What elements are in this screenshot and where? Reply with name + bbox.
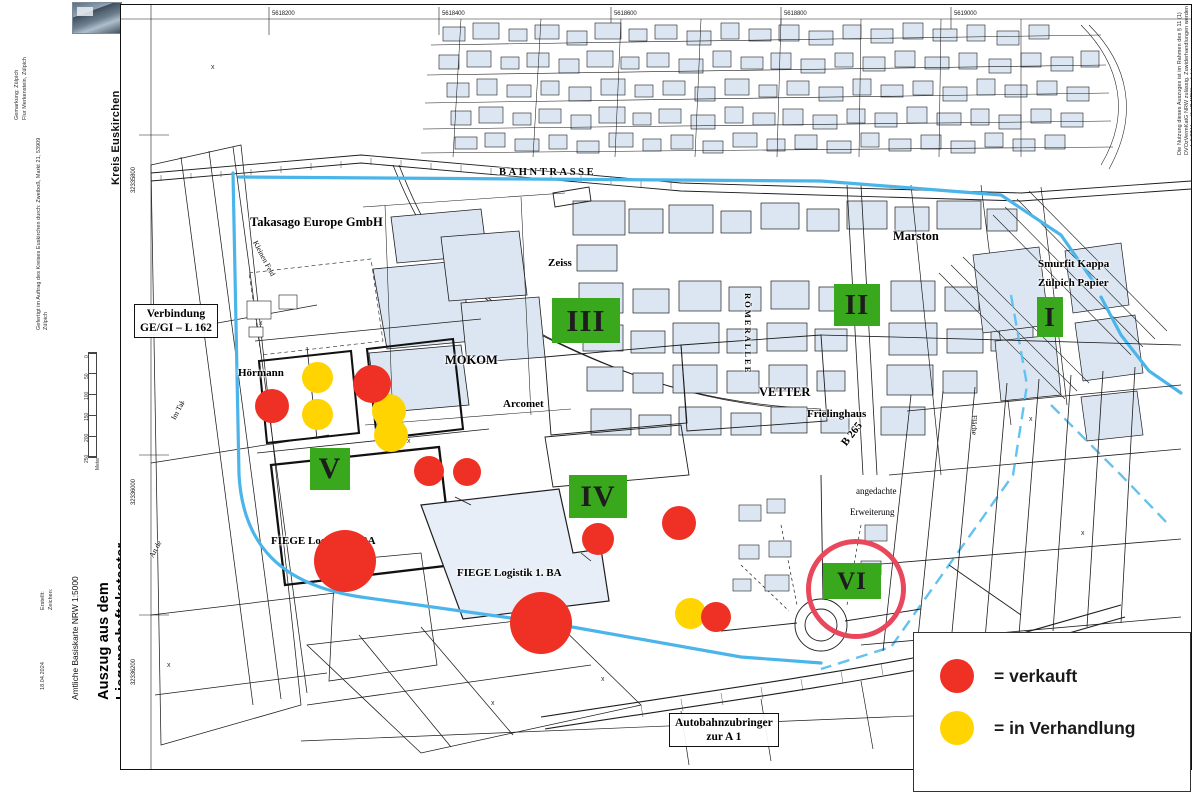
cadastral-sub-note: Flur Merkenstein, Zülpich bbox=[22, 56, 28, 120]
map-label-marston: Marston bbox=[893, 229, 939, 243]
map-label-zeiss: Zeiss bbox=[548, 257, 572, 269]
scale-tick-150: 150 bbox=[84, 412, 90, 421]
area-marker-II[interactable]: II bbox=[834, 284, 880, 326]
legend-label-verhandlung: = in Verhandlung bbox=[994, 717, 1136, 738]
scale-tick-200: 200 bbox=[84, 433, 90, 442]
legend-row-verkauft: = verkauft bbox=[940, 659, 1077, 693]
area-marker-VI-label: VI bbox=[837, 567, 867, 595]
scale-bar bbox=[88, 352, 97, 458]
map-label-vetter: VETTER bbox=[759, 385, 811, 399]
scale-tick-0: 0 bbox=[84, 355, 90, 358]
legend-label-verkauft: = verkauft bbox=[994, 665, 1078, 686]
marker-sold-5[interactable] bbox=[582, 523, 614, 555]
red-circle-icon bbox=[940, 659, 974, 693]
map-canvas[interactable]: x x x x x x x x x x x bbox=[120, 4, 1192, 770]
map-label-mokom: MOKOM bbox=[445, 353, 498, 367]
grid-label-5618400: 5618400 bbox=[442, 11, 465, 17]
marker-sold-2[interactable] bbox=[353, 365, 391, 403]
map-label-hoermann: Hörmann bbox=[238, 367, 284, 379]
area-marker-IV[interactable]: IV bbox=[569, 475, 627, 518]
area-marker-II-label: II bbox=[844, 288, 870, 321]
cadastral-base-map: x x x x x x x x x x x bbox=[121, 5, 1191, 769]
callout-autobahn-line1: Autobahnzubringer bbox=[675, 717, 773, 729]
map-label-frielinghaus: Frielinghaus bbox=[807, 408, 867, 420]
svg-text:x: x bbox=[211, 64, 215, 71]
grid-label-5618800: 5618800 bbox=[784, 11, 807, 17]
grid-label-32335800: 32335800 bbox=[131, 167, 137, 193]
svg-text:x: x bbox=[491, 700, 495, 707]
marker-sold-6[interactable] bbox=[662, 506, 696, 540]
marker-negotiation-4[interactable] bbox=[374, 418, 408, 452]
marker-negotiation-2[interactable] bbox=[302, 399, 333, 430]
svg-text:x: x bbox=[167, 662, 171, 669]
created-date: 18.04.2024 bbox=[40, 662, 46, 690]
area-marker-III[interactable]: III bbox=[552, 298, 620, 343]
callout-autobahnzubringer: Autobahnzubringer zur A 1 bbox=[669, 713, 779, 747]
scale-tick-50: 50 bbox=[84, 373, 90, 379]
area-marker-VI[interactable]: VI bbox=[823, 563, 881, 599]
scale-unit: Meter bbox=[95, 457, 101, 470]
map-legend: = verkauft = in Verhandlung bbox=[913, 632, 1191, 792]
map-label-smurfit-kappa: Smurfit Kappa bbox=[1038, 258, 1110, 270]
legend-row-verhandlung: = in Verhandlung bbox=[940, 711, 1135, 745]
map-label-zuelpich-papier: Zülpich Papier bbox=[1038, 277, 1109, 289]
svg-text:x: x bbox=[259, 320, 263, 327]
map-label-fiege-1ba: FIEGE Logistik 1. BA bbox=[457, 567, 562, 579]
map-label-angedachte: angedachte bbox=[856, 486, 897, 496]
map-label-erweiterung: Erweiterung bbox=[850, 507, 895, 517]
marker-sold-8[interactable] bbox=[510, 592, 572, 654]
marker-sold-7[interactable] bbox=[314, 530, 376, 592]
commissioned-note: Gefertigt im Auftrag des Kreises Euskirc… bbox=[36, 137, 49, 330]
grid-label-32336000: 32336000 bbox=[131, 479, 137, 505]
area-marker-I[interactable]: I bbox=[1037, 297, 1063, 337]
authority-logo bbox=[72, 2, 122, 34]
marker-negotiation-5[interactable] bbox=[675, 598, 706, 629]
map-label-flaeche: Fläche bbox=[970, 415, 979, 435]
callout-verbindung: Verbindung GE/GI – L 162 bbox=[134, 304, 218, 338]
callout-autobahn-line2: zur A 1 bbox=[706, 731, 742, 743]
document-title-line1: Auszug aus dem bbox=[96, 581, 112, 700]
yellow-circle-icon bbox=[940, 711, 974, 745]
grid-label-5618600: 5618600 bbox=[614, 11, 637, 17]
scale-tick-250: 250 bbox=[84, 454, 90, 463]
scale-tick-100: 100 bbox=[84, 391, 90, 400]
area-marker-III-label: III bbox=[566, 303, 606, 338]
grid-label-5618200: 5618200 bbox=[272, 11, 295, 17]
area-marker-IV-label: IV bbox=[580, 479, 616, 513]
callout-verbindung-line2: GE/GI – L 162 bbox=[140, 322, 212, 334]
map-label-arcomet: Arcomet bbox=[503, 398, 544, 410]
map-label-roemerallee: RÖMERALLEE bbox=[743, 293, 753, 375]
grid-label-5619000: 5619000 bbox=[954, 11, 977, 17]
grid-label-32336200: 32336200 bbox=[131, 659, 137, 685]
svg-text:x: x bbox=[601, 676, 605, 683]
callout-verbindung-line1: Verbindung bbox=[146, 308, 206, 320]
marker-sold-1[interactable] bbox=[255, 389, 289, 423]
svg-text:x: x bbox=[1029, 416, 1033, 423]
area-marker-V[interactable]: V bbox=[310, 448, 350, 490]
svg-text:x: x bbox=[407, 438, 411, 445]
cadastral-district-note: Gemarkung: Zülpich bbox=[14, 69, 20, 120]
area-6-ring-highlight bbox=[806, 539, 906, 639]
svg-text:x: x bbox=[1081, 530, 1085, 537]
marker-sold-3[interactable] bbox=[414, 456, 444, 486]
marker-sold-9[interactable] bbox=[701, 602, 731, 632]
signature-label: Zeichen: bbox=[48, 588, 54, 610]
area-marker-V-label: V bbox=[318, 452, 342, 485]
legal-notice: Die Nutzung dieses Auszuges ist im Rahme… bbox=[1177, 5, 1191, 155]
area-marker-I-label: I bbox=[1044, 301, 1056, 332]
svg-text:x: x bbox=[181, 400, 185, 407]
marker-sold-4[interactable] bbox=[453, 458, 481, 486]
document-subtitle: Amtliche Basiskarte NRW 1:5000 bbox=[70, 576, 80, 700]
map-label-bahntrasse: BAHNTRASSE bbox=[499, 167, 597, 178]
created-label: Erstellt: bbox=[40, 591, 46, 610]
marker-negotiation-1[interactable] bbox=[302, 362, 333, 393]
map-label-takasago: Takasago Europe GmbH bbox=[250, 215, 383, 229]
